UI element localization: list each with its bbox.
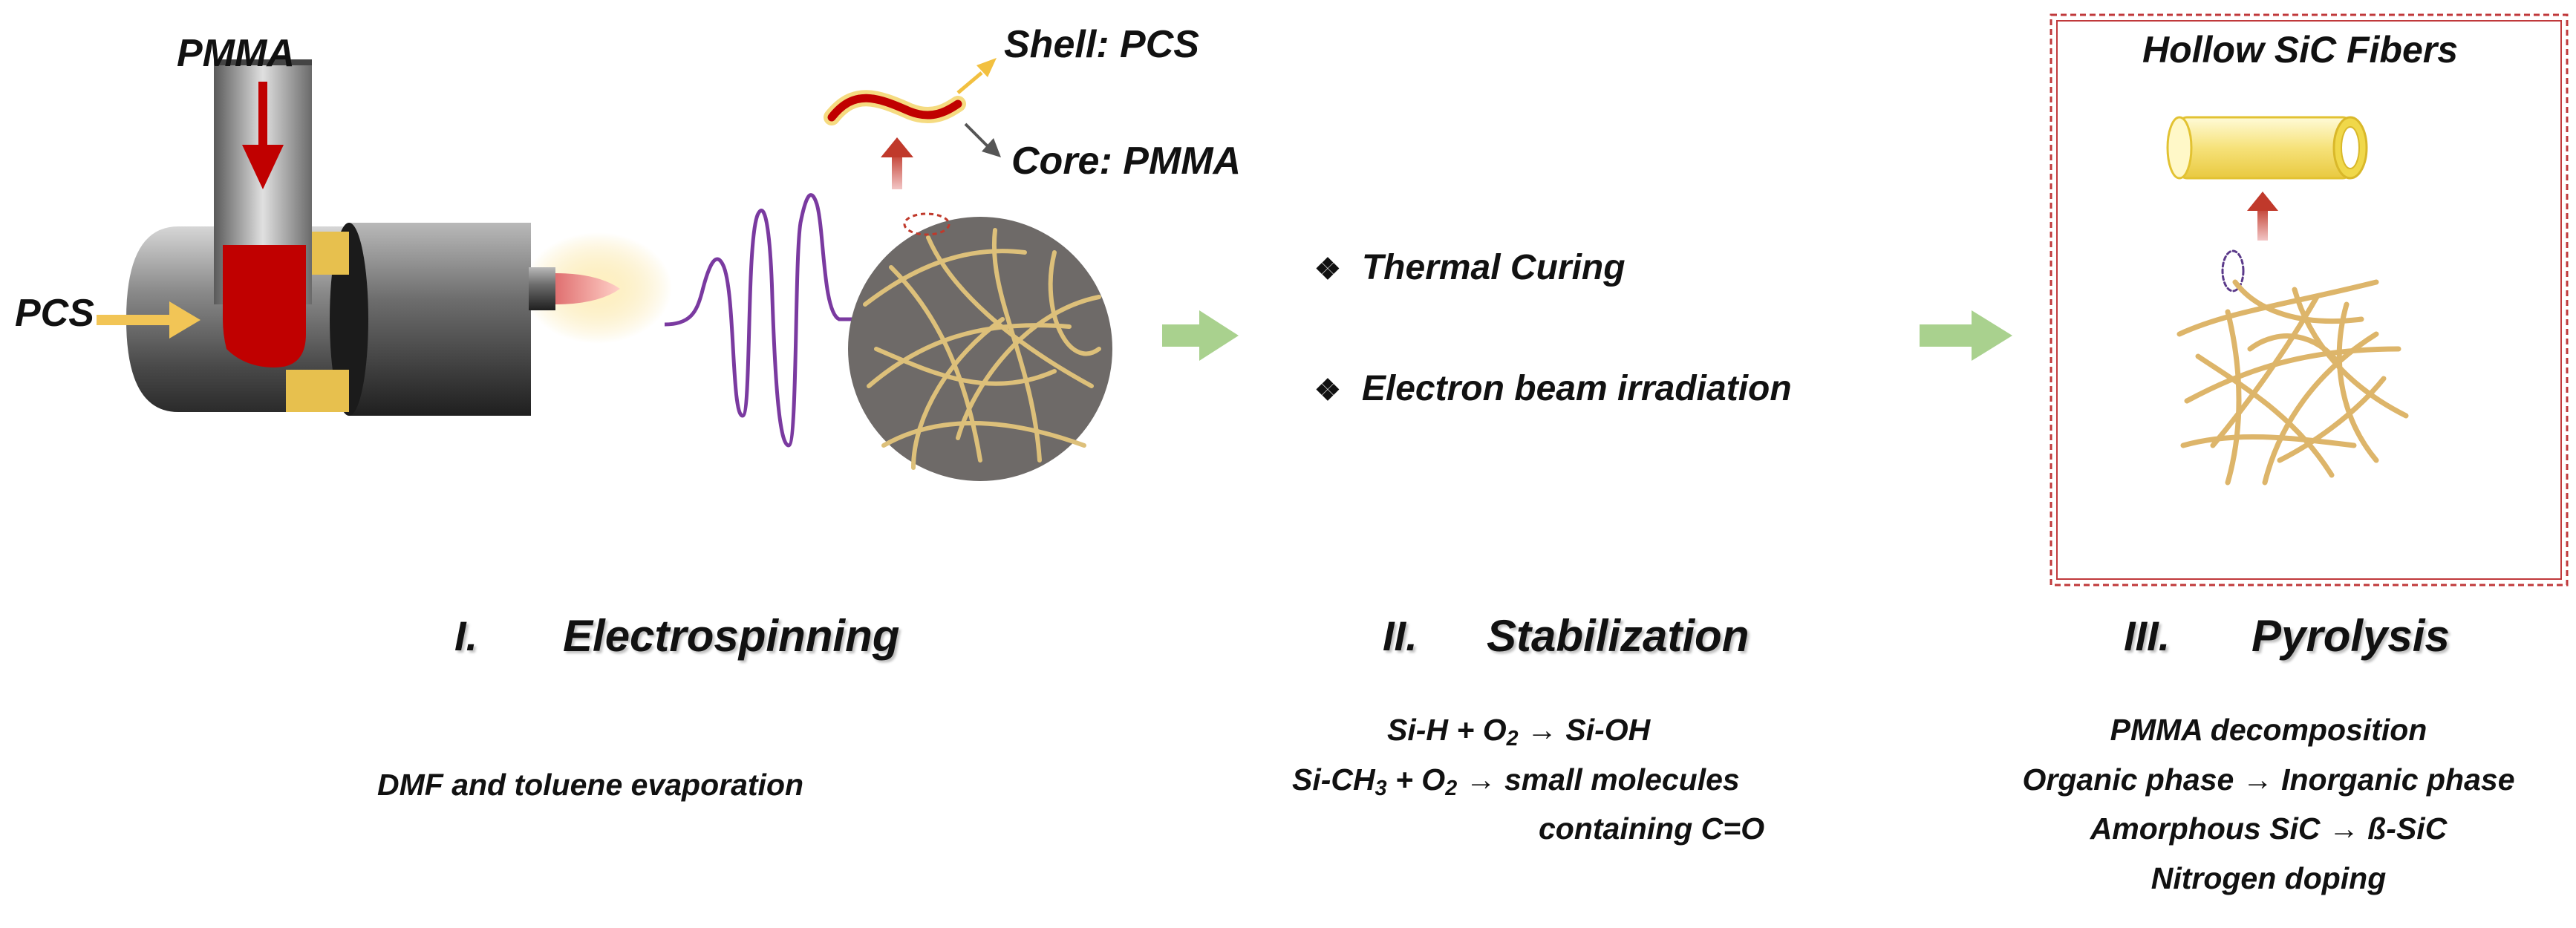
stabilization-reaction-3: containing C=O bbox=[1539, 811, 1765, 846]
step-1-number: I. bbox=[454, 612, 478, 659]
pyrolysis-note-3: Amorphous SiC → ß-SiC bbox=[2090, 811, 2448, 846]
stabilization-reaction-1: Si-H + O2 → Si-OH bbox=[1387, 713, 1651, 751]
diamond-bullet-icon: ❖ bbox=[1314, 253, 1341, 286]
voltage-wave bbox=[664, 193, 858, 448]
step-3-title: Pyrolysis bbox=[2251, 611, 2450, 661]
fiber-mat bbox=[848, 212, 1112, 481]
flow-arrow-1 bbox=[1162, 310, 1239, 361]
hollow-fiber-icon bbox=[2166, 116, 2368, 180]
pyrolysis-note-4: Nitrogen doping bbox=[2151, 861, 2387, 895]
diamond-bullet-icon: ❖ bbox=[1314, 374, 1341, 407]
zoom-arrow-1 bbox=[881, 137, 913, 189]
step-2-number: II. bbox=[1383, 612, 1418, 659]
pyrolysis-note-1: PMMA decomposition bbox=[2110, 713, 2427, 747]
shell-pointer-arrow bbox=[956, 58, 997, 94]
stabilization-reaction-2: Si-CH3 + O2 → small molecules bbox=[1292, 762, 1740, 801]
pcs-input-label: PCS bbox=[15, 292, 94, 335]
pmma-input-label: PMMA bbox=[177, 32, 295, 75]
product-label: Hollow SiC Fibers bbox=[2142, 29, 2459, 71]
shell-label: Shell: PCS bbox=[1004, 23, 1199, 66]
flow-arrow-2 bbox=[1920, 310, 2012, 361]
stabilization-method-1: ❖Thermal Curing bbox=[1314, 248, 1626, 287]
electrospinning-apparatus bbox=[97, 59, 672, 416]
pyrolysis-note-2: Organic phase → Inorganic phase bbox=[2022, 762, 2515, 797]
electrospinning-note: DMF and toluene evaporation bbox=[377, 768, 804, 802]
zoom-arrow-2 bbox=[2247, 192, 2278, 241]
stabilization-method-2: ❖Electron beam irradiation bbox=[1314, 369, 1792, 408]
step-1-title: Electrospinning bbox=[563, 611, 900, 661]
sic-fiber-network bbox=[2176, 249, 2409, 486]
step-3-number: III. bbox=[2124, 612, 2171, 659]
step-2-title: Stabilization bbox=[1487, 611, 1750, 661]
core-pointer-arrow bbox=[964, 122, 1001, 157]
core-label: Core: PMMA bbox=[1011, 140, 1242, 183]
